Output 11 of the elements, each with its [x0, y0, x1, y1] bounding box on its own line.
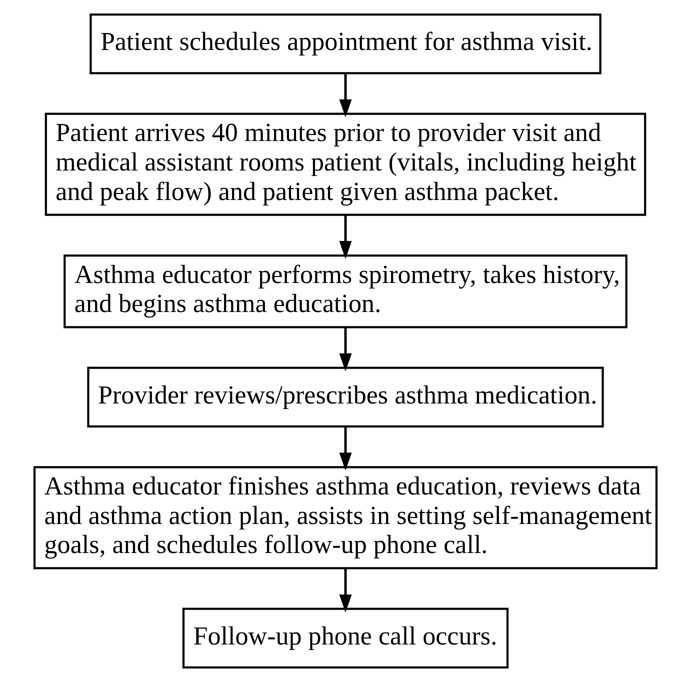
arrow: [338, 73, 352, 118]
node-box: Patient schedules appointment for asthma visit.: [89, 13, 601, 74]
node-box: Asthma educator finishes asthma education, reviews data and asthma action plan, assists in setting self-management goals, and schedules follow-up phone call.: [32, 466, 658, 570]
node-box: Patient arrives 40 minutes prior to provider visit and medical assistant rooms patient (vitals, including height and peak flow) and patient given asthma packet.: [44, 112, 646, 216]
arrow: [338, 568, 352, 612]
arrow: [338, 214, 352, 259]
arrow: [338, 426, 352, 471]
node-box: Follow-up phone call occurs.: [182, 608, 508, 669]
node-box: Provider reviews/prescribes asthma medication.: [86, 366, 604, 428]
arrow: [338, 328, 352, 372]
node-box: Asthma educator performs spirometry, takes history, and begins asthma education.: [63, 254, 627, 328]
